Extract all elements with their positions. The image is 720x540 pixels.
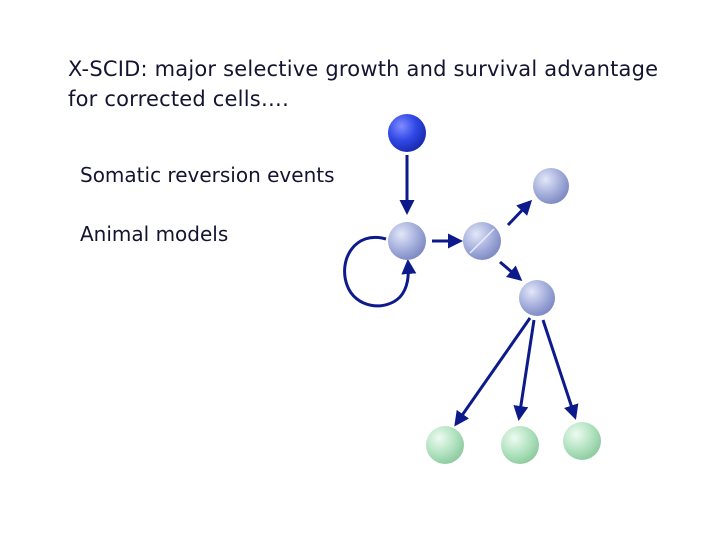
lower-daughter-cell	[519, 280, 555, 316]
bullet-animal-models: Animal models	[80, 222, 229, 246]
mature-cell-middle	[501, 426, 539, 464]
arrow-dividing-to-upper-cell	[506, 199, 533, 227]
dividing-cell	[463, 222, 501, 260]
arrow-to-mature-cell-middle	[513, 319, 536, 421]
self-renewal-loop-arrow	[343, 235, 417, 308]
stem-cell	[388, 114, 426, 152]
slide-title: X-SCID: major selective growth and survi…	[68, 54, 708, 114]
upper-daughter-cell	[533, 168, 569, 204]
progenitor-cell	[388, 222, 426, 260]
mature-cell-right	[563, 422, 601, 460]
arrow-to-mature-cell-right	[541, 319, 579, 420]
mature-cell-left	[426, 426, 464, 464]
arrow-dividing-to-lower-cell	[499, 260, 523, 281]
arrow-to-mature-cell-left	[454, 317, 532, 427]
slide-title-line-2: for corrected cells….	[68, 87, 289, 111]
bullet-somatic-reversion: Somatic reversion events	[80, 163, 335, 187]
slide-title-line-1: X-SCID: major selective growth and survi…	[68, 57, 659, 81]
